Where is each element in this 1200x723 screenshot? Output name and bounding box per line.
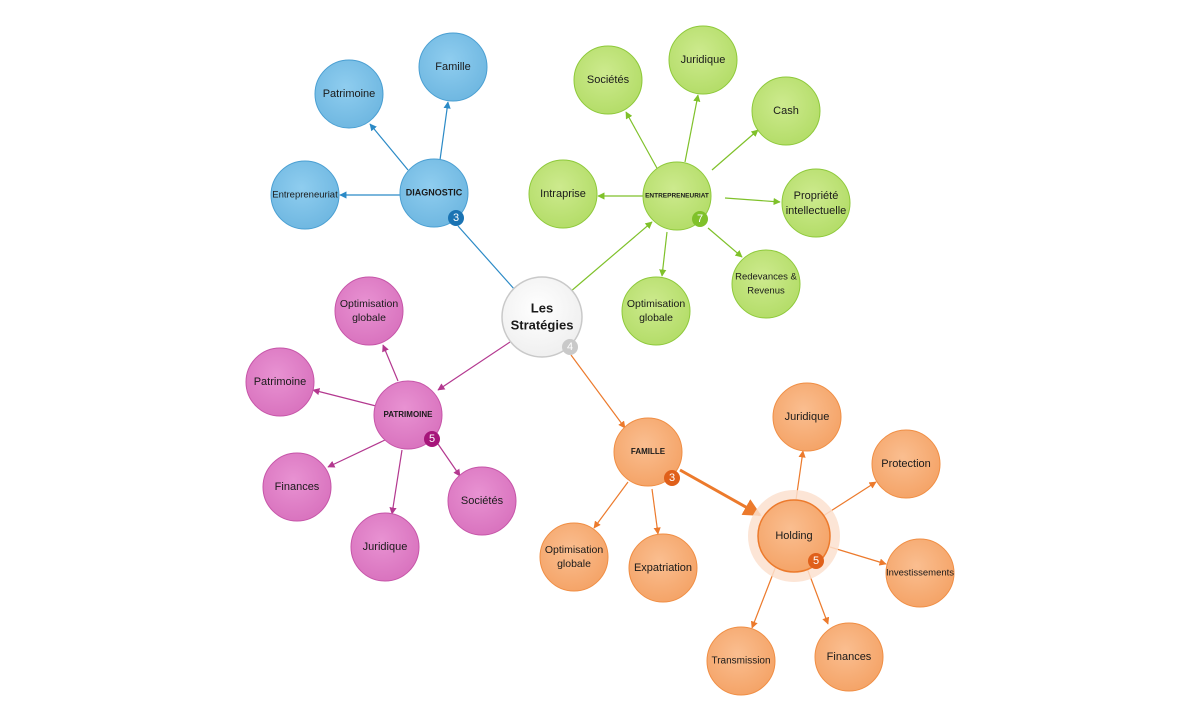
edges	[312, 94, 887, 629]
edge-entre-optimisation	[659, 231, 668, 277]
holding-child-protection[interactable]: Protection	[871, 429, 941, 499]
patri-child-juridique-label: Juridique	[363, 541, 408, 553]
edge-famille-expatriation	[651, 488, 661, 535]
holding-node[interactable]: Holding 5	[748, 490, 840, 582]
famille-child-optimisation-label-2: globale	[557, 558, 591, 570]
entre-child-cash-label: Cash	[773, 105, 799, 117]
famille-label: FAMILLE	[631, 447, 666, 456]
entre-child-propriete-label-2: intellectuelle	[786, 205, 847, 217]
edge-patri-societes	[437, 443, 461, 477]
entre-child-propriete-label-1: Propriété	[794, 190, 839, 202]
famille-count: 3	[669, 472, 675, 484]
root-node[interactable]: Les Stratégies 4	[501, 276, 583, 358]
diag-child-entrepreneuriat-label: Entrepreneuriat	[272, 190, 338, 201]
entre-child-intraprise[interactable]: Intraprise	[528, 159, 598, 229]
patrimoine-count-badge	[424, 431, 440, 447]
diagnostic-count-badge	[448, 210, 464, 226]
root-count-badge	[562, 339, 578, 355]
holding-child-transmission-label: Transmission	[711, 656, 770, 667]
diag-child-famille[interactable]: Famille	[418, 32, 488, 102]
entre-child-juridique-label: Juridique	[681, 54, 726, 66]
diag-child-patrimoine-label: Patrimoine	[323, 88, 376, 100]
root-label-line2: Stratégies	[511, 317, 574, 332]
entre-child-societes[interactable]: Sociétés	[573, 45, 643, 115]
edge-famille-optimisation	[593, 481, 629, 529]
patri-child-patrimoine[interactable]: Patrimoine	[245, 347, 315, 417]
holding-child-finances[interactable]: Finances	[814, 622, 884, 692]
edge-patri-juridique	[389, 449, 403, 515]
diagnostic-label: DIAGNOSTIC	[406, 187, 463, 197]
holding-child-transmission[interactable]: Transmission	[706, 626, 776, 696]
holding-child-juridique-label: Juridique	[785, 411, 830, 423]
root-count: 4	[567, 341, 573, 353]
holding-child-investissements-label: Investissements	[886, 568, 954, 579]
edge-famille-holding	[679, 468, 762, 517]
holding-child-investissements[interactable]: Investissements	[885, 538, 955, 608]
entre-child-propriete[interactable]: Propriété intellectuelle	[781, 168, 851, 238]
patri-child-societes[interactable]: Sociétés	[447, 466, 517, 536]
entre-child-redevances-label-2: Revenus	[747, 286, 785, 297]
patri-child-juridique[interactable]: Juridique	[350, 512, 420, 582]
edge-patri-optimisation	[382, 344, 399, 382]
edge-entre-redevances	[707, 227, 743, 258]
edge-entre-cash	[711, 129, 759, 171]
entrepreneuriat-node[interactable]: ENTREPRENEURIAT 7	[642, 161, 712, 231]
edge-diagnostic-patrimoine	[369, 123, 409, 171]
holding-count: 5	[813, 555, 819, 567]
edge-root-patrimoine	[437, 341, 511, 391]
patri-child-societes-label: Sociétés	[461, 495, 504, 507]
edge-patri-finances	[327, 439, 386, 468]
entre-child-redevances[interactable]: Redevances & Revenus	[731, 249, 801, 319]
patrimoine-node[interactable]: PATRIMOINE 5	[373, 380, 443, 450]
edge-entre-societes	[625, 111, 659, 171]
patri-child-optimisation-label-2: globale	[352, 312, 386, 324]
patrimoine-label: PATRIMOINE	[383, 410, 433, 419]
famille-child-optimisation[interactable]: Optimisation globale	[539, 522, 609, 592]
edge-entre-propriete	[724, 197, 781, 206]
diagnostic-count: 3	[453, 212, 459, 224]
holding-label: Holding	[775, 530, 812, 542]
patri-child-optimisation-label-1: Optimisation	[340, 298, 399, 310]
diag-child-famille-label: Famille	[435, 61, 470, 73]
root-label-line1: Les	[531, 300, 553, 315]
entrepreneuriat-label: ENTREPRENEURIAT	[645, 193, 709, 200]
edge-root-diagnostic	[457, 225, 516, 291]
patri-child-optimisation[interactable]: Optimisation globale	[334, 276, 404, 346]
holding-child-protection-label: Protection	[881, 458, 931, 470]
famille-node[interactable]: FAMILLE 3	[613, 417, 683, 487]
diagnostic-node[interactable]: DIAGNOSTIC 3	[399, 158, 469, 228]
edge-diagnostic-famille	[439, 101, 451, 161]
entre-child-optimisation[interactable]: Optimisation globale	[621, 276, 691, 346]
edge-root-famille	[570, 354, 626, 429]
diag-child-patrimoine[interactable]: Patrimoine	[314, 59, 384, 129]
diag-child-entrepreneuriat[interactable]: Entrepreneuriat	[270, 160, 340, 230]
holding-child-finances-label: Finances	[827, 651, 872, 663]
entre-child-optimisation-label-2: globale	[639, 312, 673, 324]
entre-child-intraprise-label: Intraprise	[540, 188, 586, 200]
patri-child-patrimoine-label: Patrimoine	[254, 376, 307, 388]
edge-holding-investissements	[829, 546, 887, 566]
holding-count-badge	[808, 553, 824, 569]
entrepreneuriat-count: 7	[697, 213, 703, 225]
patri-child-finances[interactable]: Finances	[262, 452, 332, 522]
famille-child-expatriation-label: Expatriation	[634, 562, 692, 574]
entre-child-redevances-label-1: Redevances &	[735, 272, 797, 283]
patrimoine-count: 5	[429, 433, 435, 445]
edge-patri-patrimoine	[312, 388, 377, 407]
entre-child-optimisation-label-1: Optimisation	[627, 298, 686, 310]
entrepreneuriat-count-badge	[692, 211, 708, 227]
entre-child-societes-label: Sociétés	[587, 74, 630, 86]
entre-child-cash[interactable]: Cash	[751, 76, 821, 146]
patri-child-finances-label: Finances	[275, 481, 320, 493]
edge-root-entrepreneuriat	[569, 221, 653, 293]
famille-child-optimisation-label-1: Optimisation	[545, 544, 604, 556]
edge-entre-juridique	[684, 94, 701, 163]
holding-child-juridique[interactable]: Juridique	[772, 382, 842, 452]
entre-child-juridique[interactable]: Juridique	[668, 25, 738, 95]
famille-child-expatriation[interactable]: Expatriation	[628, 533, 698, 603]
famille-count-badge	[664, 470, 680, 486]
